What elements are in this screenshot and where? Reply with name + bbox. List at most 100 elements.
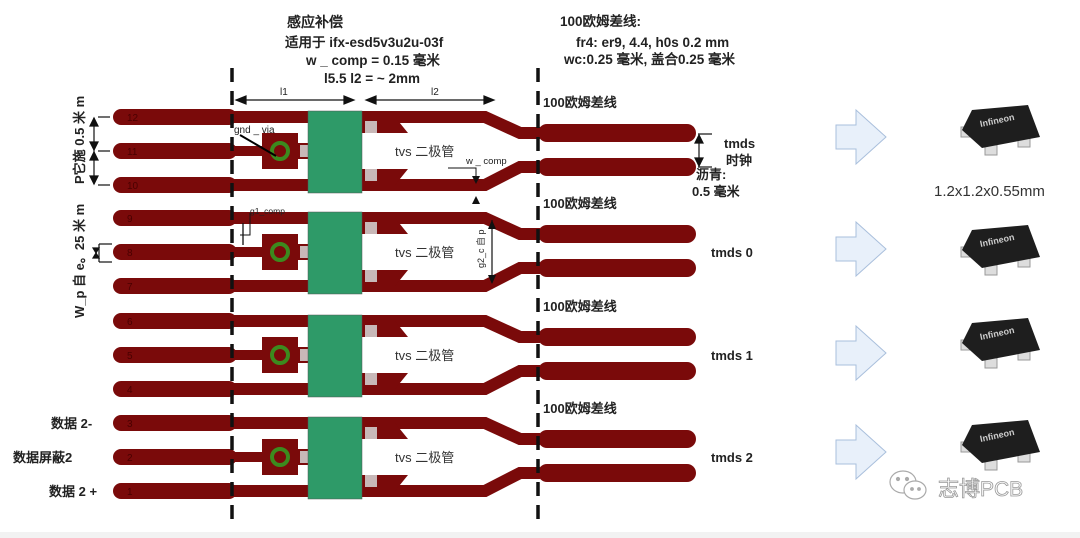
tvs-pad-bottom <box>365 373 377 385</box>
pin-number: 11 <box>127 147 138 158</box>
tvs-label: tvs 二极管 <box>395 245 454 260</box>
tvs-pad-bottom <box>365 270 377 282</box>
pin-number: 8 <box>127 248 133 259</box>
pitch-value: 0.5 毫米 <box>692 184 741 199</box>
diff-trace-top <box>538 225 696 243</box>
pin3-label: 数据 2- <box>51 416 92 431</box>
right-header-line2: wc:0.25 毫米, 盖合0.25 毫米 <box>563 51 736 67</box>
pin-number: 6 <box>127 317 133 328</box>
diff-trace-top <box>538 430 696 448</box>
ground-trace <box>232 146 272 156</box>
w-comp-arrow <box>472 176 480 184</box>
diff-trace-bottom <box>538 362 696 380</box>
tvs-pad-gnd <box>300 451 309 463</box>
tvs-label: tvs 二极管 <box>395 450 454 465</box>
pin-stub <box>113 177 237 193</box>
diff-trace-bottom <box>538 464 696 482</box>
l2-label: l2 <box>431 87 439 98</box>
gnd-via-label: gnd _ via <box>234 125 275 136</box>
pin-number: 12 <box>127 113 139 124</box>
tvs-pad-bottom <box>365 169 377 181</box>
w-comp-label: w _ comp <box>465 156 507 167</box>
width-left-label: W_p 自 e。25 米 m <box>72 204 87 318</box>
arrow-right-icon <box>835 220 887 278</box>
pin-number: 5 <box>127 351 133 362</box>
gnd-via-pad <box>262 234 298 270</box>
tvs-pad-gnd <box>300 349 309 361</box>
watermark-text: 志博PCB <box>938 478 1023 501</box>
ground-trace <box>232 452 272 462</box>
pair-label: tmds 1 <box>711 348 753 363</box>
pin-stub <box>113 483 237 499</box>
pin-stub <box>113 210 237 226</box>
diff-trace-top <box>538 328 696 346</box>
tvs-diode-body <box>307 314 363 398</box>
diff-trace-top <box>538 124 696 142</box>
tvs-diode-body <box>307 416 363 500</box>
pin-number: 3 <box>127 419 133 430</box>
tvs-pad-top <box>365 325 377 337</box>
pin-number: 9 <box>127 214 133 225</box>
chip-body <box>962 420 1040 463</box>
pin-stub <box>113 313 237 329</box>
g1-comp-label: g1_comp <box>250 206 285 216</box>
pair-label: tmds 2 <box>711 450 753 465</box>
w-comp-arrow-up <box>472 196 480 204</box>
pin-stub <box>113 278 237 294</box>
pin-stub <box>113 415 237 431</box>
l1-label: l1 <box>280 87 288 98</box>
tvs-package-chip: Infineon <box>960 318 1040 369</box>
header-line3: l5.5 l2 = ~ 2mm <box>324 71 420 86</box>
g2-c-label: g2_c 自 p <box>475 229 486 268</box>
tvs-pad-gnd <box>300 246 309 258</box>
pair-pitch-dimension <box>694 133 712 168</box>
w-comp-leader <box>448 167 477 180</box>
gnd-via-pad <box>262 439 298 475</box>
package-size-label: 1.2x1.2x0.55mm <box>934 183 1045 200</box>
l1-dimension <box>234 95 496 105</box>
tvs-pad-gnd <box>300 145 309 157</box>
tvs-label: tvs 二极管 <box>395 144 454 159</box>
wechat-icon <box>889 470 927 500</box>
tvs-diode-body <box>307 211 363 295</box>
tvs-pad-bottom <box>365 475 377 487</box>
pitch-label: 沥青: <box>696 167 726 182</box>
pin-stub <box>113 381 237 397</box>
diff-pair-label: 100欧姆差线 <box>543 95 617 110</box>
chip-body <box>962 105 1040 148</box>
gnd-via-pointer <box>239 134 277 157</box>
diff-trace-bottom <box>538 259 696 277</box>
right-header-line1: fr4: er9, 4.4, h0s 0.2 mm <box>576 35 729 50</box>
pin-number: 4 <box>127 385 133 396</box>
arrow-right-icon <box>835 324 887 382</box>
pitch-left-dimension <box>89 116 110 186</box>
gnd-via-icon <box>270 447 290 467</box>
pin-stub <box>113 449 237 465</box>
tvs-label: tvs 二极管 <box>395 348 454 363</box>
diff-pair-label: 100欧姆差线 <box>543 401 617 416</box>
tvs-diode-body <box>307 110 363 194</box>
gnd-via-icon <box>270 242 290 262</box>
pair-label: tmds <box>724 136 755 151</box>
gnd-via-pad <box>262 337 298 373</box>
pin-stub <box>113 143 237 159</box>
pair-label-2: 时钟 <box>726 153 752 168</box>
pin-number: 10 <box>127 181 139 192</box>
pin-stub <box>113 109 237 125</box>
tvs-package-chip: Infineon <box>960 225 1040 276</box>
tvs-pad-top <box>365 222 377 234</box>
bottom-bar <box>0 532 1080 538</box>
tvs-package-chip: Infineon <box>960 420 1040 471</box>
width-left-dimension <box>91 243 112 263</box>
tvs-pad-top <box>365 121 377 133</box>
arrow-right-icon <box>835 423 887 481</box>
ground-trace <box>232 350 272 360</box>
diff-pair-label: 100欧姆差线 <box>543 196 617 211</box>
tvs-package-chip: Infineon <box>960 105 1040 156</box>
gnd-via-icon <box>270 345 290 365</box>
diff-pair-label: 100欧姆差线 <box>543 299 617 314</box>
